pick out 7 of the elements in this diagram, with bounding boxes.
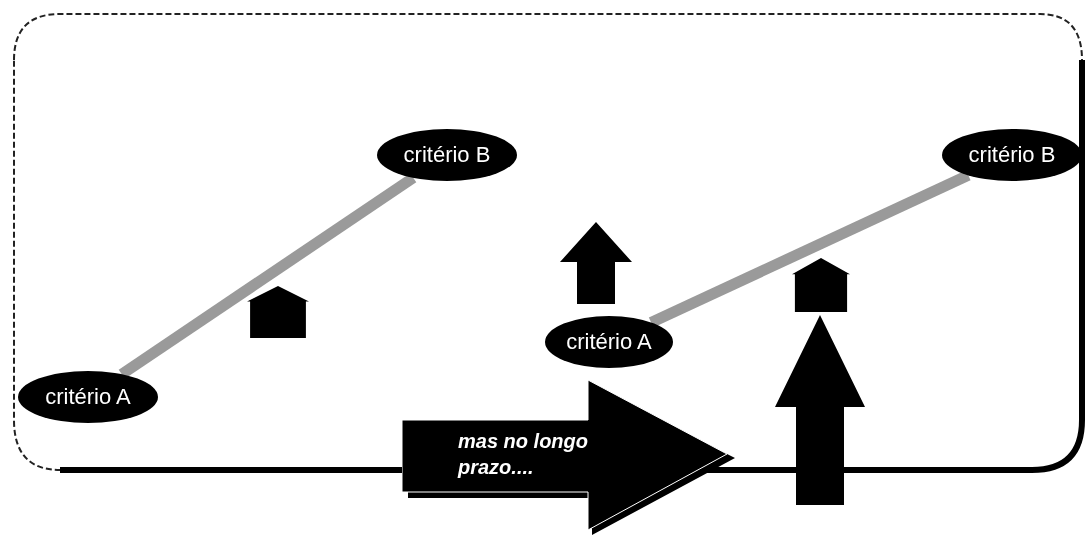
criterion-ellipse: critério B bbox=[377, 129, 517, 181]
block-arrow bbox=[402, 380, 735, 535]
seesaw-beam bbox=[648, 170, 971, 328]
criterion-ellipse: critério A bbox=[18, 371, 158, 423]
criterion-ellipse: critério B bbox=[942, 129, 1082, 181]
arrow-label: mas no longo prazo.... bbox=[458, 429, 589, 480]
criterion-ellipse: critério A bbox=[545, 316, 673, 368]
